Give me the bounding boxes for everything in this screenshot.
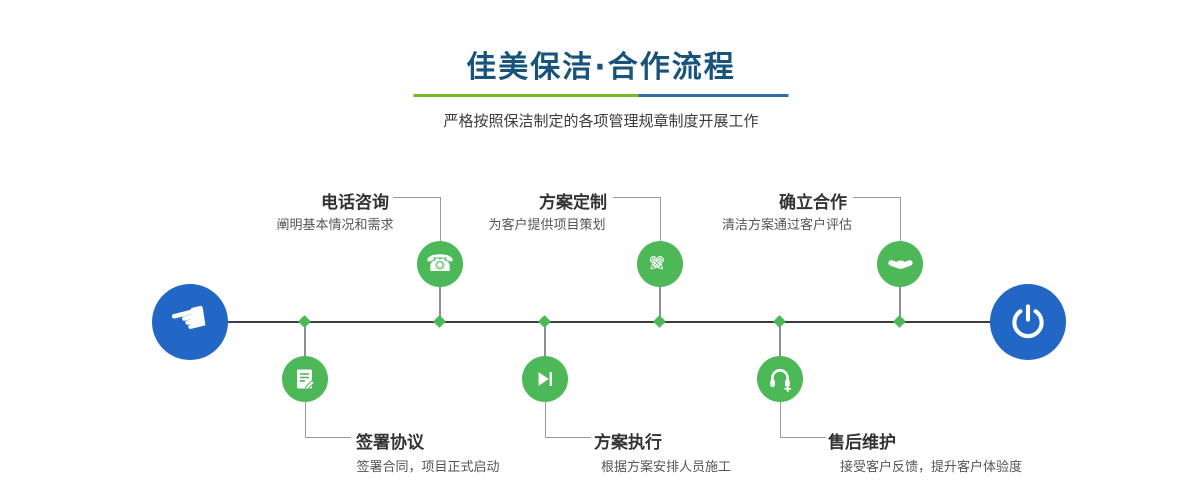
stem-line	[659, 287, 661, 318]
stem-line	[544, 326, 546, 356]
step-title: 方案定制	[539, 193, 607, 213]
page-subtitle: 严格按照保洁制定的各项管理规章制度开展工作	[443, 112, 759, 130]
connector-line	[613, 197, 661, 242]
step-title: 方案执行	[594, 433, 662, 453]
timeline-start-node: ☚	[152, 284, 228, 360]
connector-line	[545, 402, 591, 438]
timeline-diamond	[538, 315, 551, 328]
power-icon	[1012, 304, 1044, 339]
pencil-glyph-crossed: ✎	[648, 252, 666, 276]
step-title: 售后维护	[828, 433, 896, 453]
stem-line	[439, 287, 441, 318]
step-title: 确立合作	[779, 193, 847, 213]
step-node-design: ✎ ✎	[637, 241, 683, 287]
play-icon	[538, 372, 552, 386]
timeline-diamond	[298, 315, 311, 328]
step-node-phone: ☎	[417, 241, 463, 287]
connector-line	[780, 402, 826, 438]
step-desc: 根据方案安排人员施工	[600, 460, 732, 475]
step-desc: 清洁方案通过客户评估	[721, 218, 853, 233]
timeline-diamond	[433, 315, 446, 328]
step-node-aftersales	[757, 356, 803, 402]
page-title: 佳美保洁·合作流程	[466, 50, 736, 85]
timeline-diamond	[893, 315, 906, 328]
connector-line	[305, 402, 351, 438]
stem-line	[899, 287, 901, 318]
step-node-execute	[522, 356, 568, 402]
contract-icon	[297, 369, 315, 391]
timeline-end-node	[990, 284, 1066, 360]
pencil-glyph: ✎	[648, 252, 666, 276]
divider-blue-segment	[638, 94, 789, 97]
step-title: 电话咨询	[321, 193, 389, 213]
stem-line	[779, 326, 781, 356]
timeline-line	[190, 321, 1028, 323]
headset-icon	[770, 369, 792, 392]
timeline-diamond	[653, 315, 666, 328]
connector-line	[393, 197, 441, 242]
title-divider	[413, 94, 789, 97]
timeline-diamond	[773, 315, 786, 328]
step-title: 签署协议	[356, 433, 424, 453]
step-desc: 阐明基本情况和需求	[276, 218, 394, 233]
design-icon: ✎ ✎	[647, 251, 673, 277]
divider-green-segment	[413, 94, 639, 97]
step-desc: 接受客户反馈，提升客户体验度	[839, 460, 1023, 475]
step-desc: 为客户提供项目策划	[488, 218, 606, 233]
connector-line	[853, 197, 901, 242]
step-node-contract	[282, 356, 328, 402]
pointer-hand-icon: ☚	[164, 290, 215, 350]
handshake-icon	[887, 259, 913, 269]
stem-line	[304, 326, 306, 356]
step-node-handshake	[877, 241, 923, 287]
step-desc: 签署合同，项目正式启动	[356, 460, 500, 475]
phone-icon: ☎	[425, 250, 455, 277]
